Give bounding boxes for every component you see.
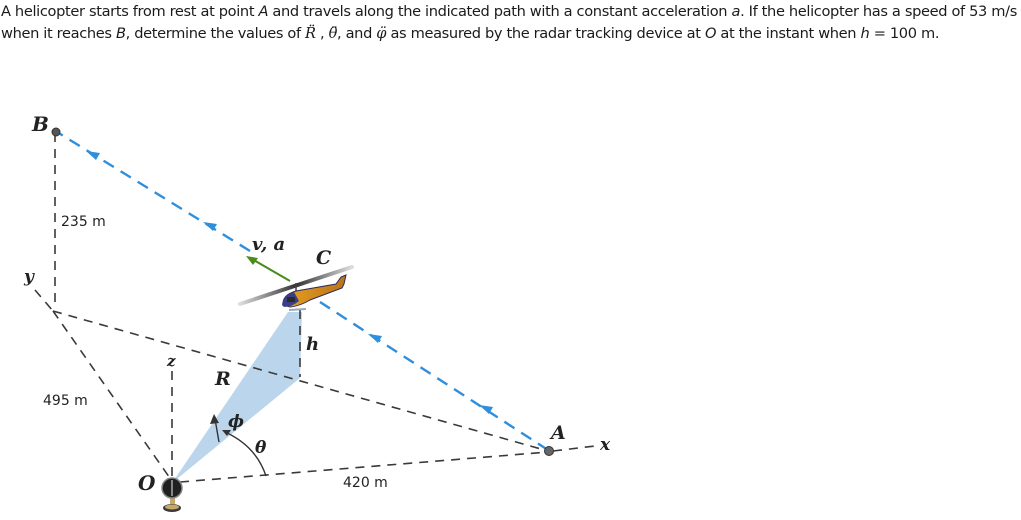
point-b-marker: [51, 127, 61, 137]
point-b-ref: B: [115, 25, 126, 42]
radar-beam: [172, 312, 302, 483]
label-o: O: [138, 471, 156, 495]
label-x-axis: x: [599, 435, 611, 455]
velocity-arrow: [251, 258, 291, 282]
o-to-a-line: [179, 451, 549, 483]
dimension-235m: 235 m: [61, 214, 106, 230]
problem-statement: A helicopter starts from rest at point A…: [0, 0, 1021, 45]
label-theta: θ: [255, 438, 267, 458]
velocity-arrowhead-icon: [246, 256, 258, 265]
theta-double-dot-symbol: θ̈: [328, 25, 338, 42]
problem-text: as measured by the radar tracking device…: [386, 25, 705, 42]
construction-lines: [34, 133, 596, 483]
path-arrowheads: [86, 151, 493, 414]
problem-text: , and: [337, 25, 377, 42]
label-b: B: [31, 112, 49, 136]
dimension-495m: 495 m: [43, 393, 88, 409]
path-arrow-icon: [368, 334, 382, 343]
label-a: A: [549, 422, 566, 444]
problem-text: = 100 m.: [869, 25, 940, 42]
path-c-to-b: [56, 130, 251, 253]
path-a-to-c: [319, 300, 549, 452]
problem-text: , determine the values of: [125, 25, 306, 42]
label-z-axis: z: [166, 352, 176, 370]
problem-text: at the instant when: [716, 25, 861, 42]
x-axis-extension: [552, 445, 596, 452]
r-double-dot-symbol: R̈: [305, 25, 316, 42]
label-c: C: [316, 247, 331, 269]
dimension-420m: 420 m: [343, 475, 388, 491]
point-a-marker: [544, 446, 554, 456]
path-arrow-icon: [479, 405, 493, 414]
label-phi: ϕ: [228, 412, 244, 432]
y-axis-line: [34, 289, 54, 312]
label-h: h: [306, 334, 319, 355]
label-velocity-acceleration: v, a: [252, 234, 285, 255]
path-arrow-icon: [86, 151, 100, 160]
problem-text: and travels along the indicated path wit…: [268, 3, 732, 20]
problem-text: ,: [315, 25, 329, 42]
label-y-axis: y: [23, 267, 35, 287]
label-r: R: [214, 368, 231, 390]
phi-double-dot-symbol: φ̈: [376, 25, 387, 42]
point-a-ref: A: [258, 3, 269, 20]
corner-to-o-line: [52, 310, 173, 482]
radar-device-icon: [161, 477, 183, 512]
problem-text: A helicopter starts from rest at point: [1, 3, 259, 20]
path-arrow-icon: [203, 222, 217, 231]
corner-to-a-line: [52, 310, 549, 452]
theta-arrowhead-icon: [222, 430, 231, 436]
point-o-ref: O: [704, 25, 717, 42]
helicopter-icon: [238, 265, 354, 311]
theta-arc: [224, 431, 267, 477]
problem-text: . If the helicopter has a speed of 53 m/…: [1, 3, 1017, 42]
h-symbol: h: [860, 25, 870, 42]
accel-symbol: a: [731, 3, 741, 20]
phi-arrowhead-icon: [210, 414, 219, 424]
